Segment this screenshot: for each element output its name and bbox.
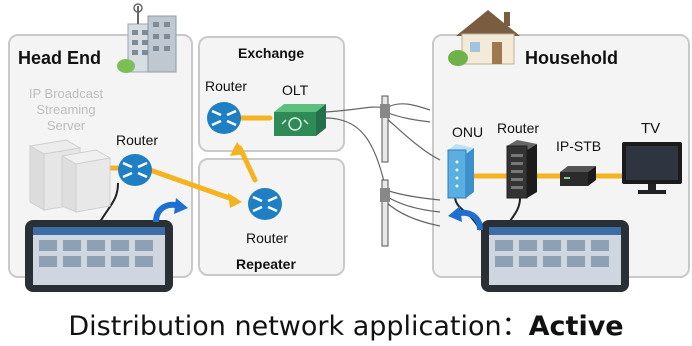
ip-stb-icon[interactable] — [558, 164, 598, 188]
server-icon — [28, 139, 112, 213]
olt-label: OLT — [282, 82, 309, 98]
olt-icon — [274, 104, 326, 136]
onu-icon[interactable] — [446, 144, 476, 200]
router-icon — [207, 102, 241, 134]
repeater-router-label: Router — [246, 230, 289, 246]
building-icon — [117, 3, 177, 73]
caption-bold: Active — [528, 311, 624, 342]
server-label: IP Broadcast Streaming Server — [28, 86, 104, 133]
curved-arrow-icon — [153, 198, 188, 223]
onu-label: ONU — [452, 124, 484, 140]
tester-device-icon[interactable] — [481, 220, 631, 292]
tv-label: TV — [641, 120, 661, 137]
curved-arrow-icon — [448, 206, 483, 231]
caption-text: Distribution network application： — [68, 311, 529, 342]
household-title: Household — [525, 48, 618, 68]
house-icon — [448, 10, 520, 66]
repeater-title: Repeater — [236, 256, 296, 272]
fiber-splitter-icon — [380, 95, 390, 163]
router-icon — [248, 188, 282, 220]
router-icon[interactable] — [505, 140, 539, 200]
tester-device-icon[interactable] — [25, 220, 175, 292]
exchange-title: Exchange — [238, 45, 305, 61]
exchange-router-label: Router — [205, 78, 248, 94]
tv-icon — [622, 142, 682, 194]
headend-title: Head End — [18, 48, 102, 68]
headend-router-label: Router — [116, 132, 159, 148]
fiber-splitter-icon — [380, 179, 390, 247]
caption: Distribution network application：Active — [0, 304, 692, 343]
household-router-label: Router — [497, 120, 540, 136]
router-icon — [118, 154, 152, 186]
ip-stb-label: IP-STB — [556, 138, 602, 154]
